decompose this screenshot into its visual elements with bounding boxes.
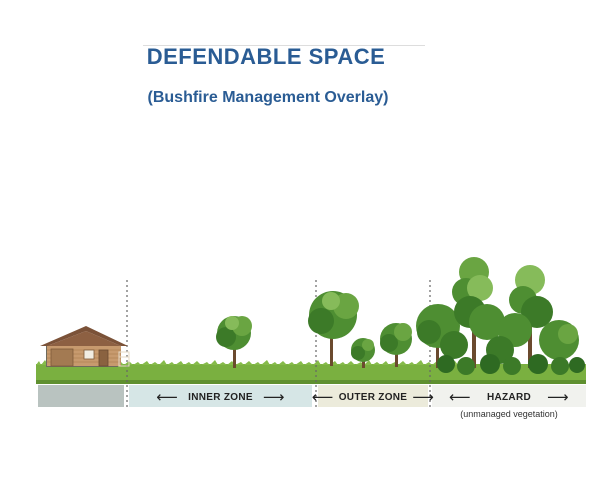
hazard-zone-label: ⟵ HAZARD ⟶ [432, 387, 586, 407]
outer-zone-text: OUTER ZONE [338, 391, 408, 403]
arrow-left-icon: ⟵ [449, 388, 471, 406]
hazard-zone-text: HAZARD [486, 391, 532, 403]
house-zone-band [38, 385, 124, 407]
page-subtitle: (Bushfire Management Overlay) [147, 89, 389, 106]
arrow-left-icon: ⟵ [311, 388, 334, 406]
inner-zone-label: ⟵ INNER ZONE ⟶ [129, 387, 312, 407]
outer-zone-tree-medium [380, 323, 412, 367]
outer-zone-label: ⟵ OUTER ZONE ⟶ [312, 387, 434, 407]
arrow-right-icon: ⟶ [262, 388, 285, 406]
outer-zone-tree-small [351, 338, 375, 368]
arrow-right-icon: ⟶ [412, 388, 435, 406]
outer-zone-tree-large [308, 291, 359, 366]
hazard-vegetation [416, 257, 585, 375]
arrow-left-icon: ⟵ [156, 388, 179, 406]
page-title: DEFENDABLE SPACE [146, 44, 386, 69]
inner-zone-text: INNER ZONE [188, 391, 253, 403]
arrow-right-icon: ⟶ [547, 388, 569, 406]
house-icon [40, 326, 130, 367]
inner-zone-band [129, 385, 312, 407]
inner-zone-tree [216, 316, 252, 368]
hazard-zone-band [432, 385, 586, 407]
top-rule [143, 45, 425, 46]
outer-zone-band [318, 385, 428, 407]
hazard-note: (unmanaged vegetation) [460, 409, 558, 419]
